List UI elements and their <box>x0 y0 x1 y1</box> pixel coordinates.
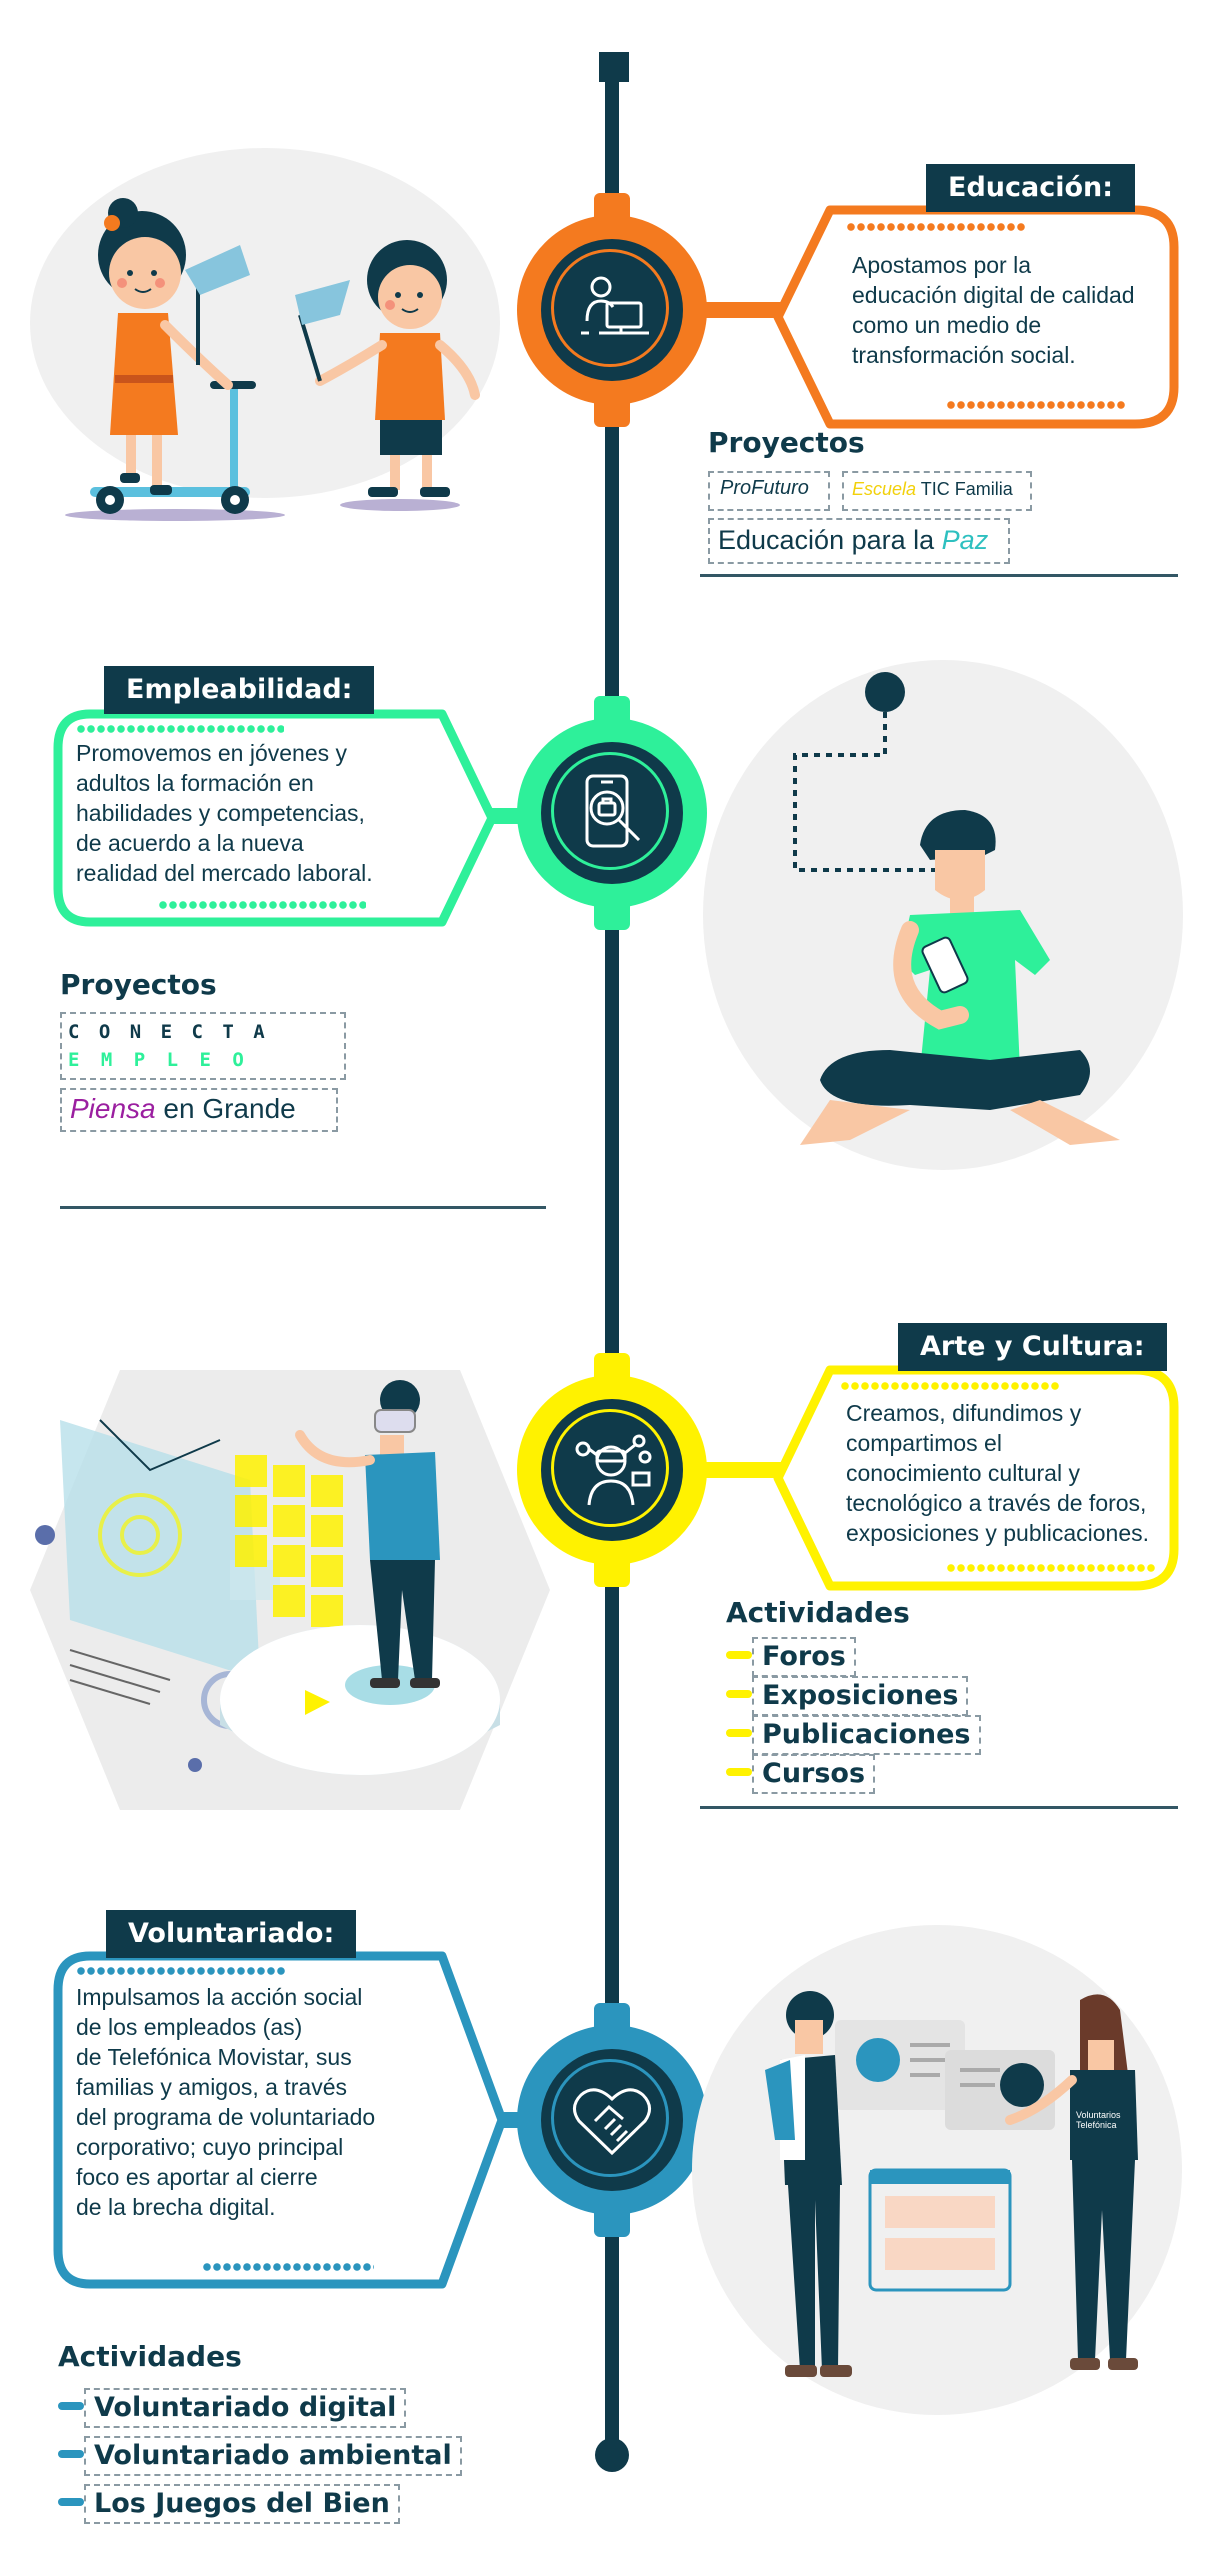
education-hub-circle <box>517 193 707 427</box>
arte-title-label: Arte y Cultura: <box>898 1323 1167 1371</box>
timeline-end-marker <box>595 2438 629 2472</box>
empleabilidad-dots-bottom <box>158 900 366 910</box>
voluntariado-title-label: Voluntariado: <box>106 1910 357 1958</box>
voluntariado-hub-circle <box>517 2003 707 2237</box>
volunteer-shirt-text: Voluntarios Telefónica <box>1076 2110 1121 2130</box>
arte-dots-bottom <box>946 1563 1156 1573</box>
man-with-phone-illustration <box>793 672 1120 1145</box>
profuturo-logo: ProFuturo <box>708 471 830 511</box>
escuela-tic-familia-logo: Escuela TIC Familia <box>842 471 1032 511</box>
volunteers-illustration <box>765 1991 1138 2377</box>
phone-job-search-icon <box>585 774 641 848</box>
arte-bullet <box>726 1768 752 1776</box>
vr-person-icon <box>575 1434 652 1506</box>
timeline-spine <box>605 62 619 2454</box>
arte-divider <box>700 1806 1178 1809</box>
voluntariado-activity-item: Los Juegos del Bien <box>84 2484 400 2524</box>
voluntariado-bullet <box>58 2450 84 2458</box>
heart-handshake-icon <box>573 2088 651 2156</box>
voluntariado-bullet <box>58 2402 84 2410</box>
arte-card <box>773 1365 1179 1591</box>
empleabilidad-divider <box>60 1206 546 1209</box>
voluntariado-activity-item: Voluntariado ambiental <box>84 2436 462 2476</box>
timeline-start-marker <box>599 52 629 82</box>
empleabilidad-dots-top <box>76 724 284 734</box>
arte-activities-title: Actividades <box>726 1596 910 1629</box>
arte-bullet <box>726 1690 752 1698</box>
empleabilidad-projects-title: Proyectos <box>60 968 217 1001</box>
voluntariado-activity-item: Voluntariado digital <box>84 2388 407 2428</box>
arte-dots-top <box>840 1381 1060 1391</box>
empleabilidad-hub-circle <box>517 696 707 930</box>
education-dots-top <box>846 222 1026 232</box>
empleabilidad-card <box>53 709 497 927</box>
voluntariado-activities-title: Actividades <box>58 2340 242 2373</box>
voluntariado-dots-bottom <box>202 2262 374 2272</box>
arte-activity-item: Cursos <box>752 1754 876 1794</box>
empleabilidad-title-label: Empleabilidad: <box>104 666 375 714</box>
kids-scooter-illustration <box>65 198 480 521</box>
arte-activity-item: Publicaciones <box>752 1715 981 1755</box>
voluntariado-dots-top <box>76 1966 286 1976</box>
arte-activity-item: Exposiciones <box>752 1676 969 1716</box>
education-card <box>773 205 1179 429</box>
education-divider <box>700 574 1178 577</box>
arte-bullet <box>726 1729 752 1737</box>
education-title-label: Educación: <box>926 164 1136 212</box>
piensa-en-grande-logo: Piensa en Grande <box>60 1088 338 1132</box>
education-dots-bottom <box>946 400 1126 410</box>
arte-connector <box>700 1462 790 1478</box>
educacion-para-la-paz-logo: Educación para la Paz <box>708 518 1010 564</box>
arte-hub-circle <box>517 1353 707 1587</box>
student-computer-icon <box>581 276 649 335</box>
conecta-empleo-logo: C O N E C T A E M P L E O <box>60 1012 346 1080</box>
voluntariado-card <box>53 1951 507 2289</box>
voluntariado-bullet <box>58 2498 84 2506</box>
arte-bullet <box>726 1651 752 1659</box>
arte-activity-item: Foros <box>752 1637 856 1677</box>
vr-person-illustration <box>30 1370 550 1810</box>
education-connector <box>700 302 790 318</box>
education-projects-title: Proyectos <box>708 426 865 459</box>
